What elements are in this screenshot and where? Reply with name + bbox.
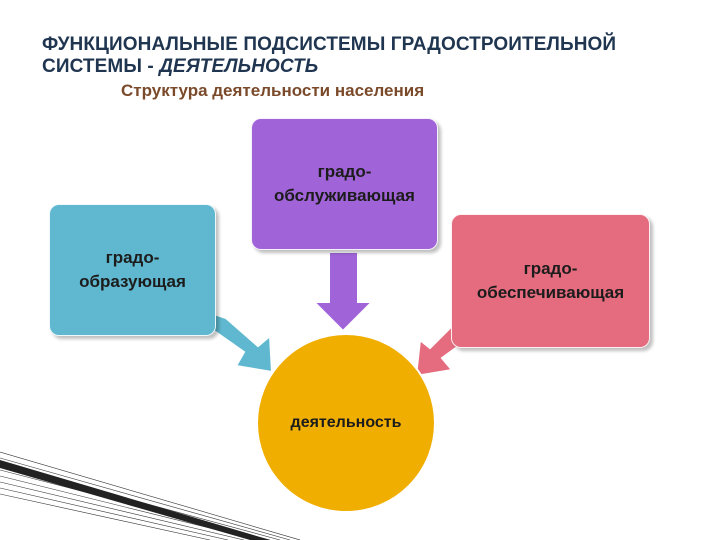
- node-top-line1: градо-: [317, 162, 372, 181]
- title-separator: -: [142, 56, 160, 77]
- page-subtitle: Структура деятельности населения: [121, 81, 425, 100]
- node-grado-obsluzhivayushchaya: градо- обслуживающая: [251, 118, 438, 250]
- node-right-line1: градо-: [523, 259, 578, 278]
- decorative-stripes: [0, 451, 300, 540]
- title-italic: ДЕЯТЕЛЬНОСТЬ: [159, 56, 319, 77]
- node-center-label: деятельность: [290, 414, 402, 431]
- arrow-top: [311, 251, 375, 333]
- node-deyatelnost: деятельность: [256, 333, 436, 513]
- page-title: ФУНКЦИОНАЛЬНЫЕ ПОДСИСТЕМЫ ГРАДОСТРОИТЕЛЬ…: [42, 34, 702, 78]
- node-left-line2: образующая: [79, 272, 186, 291]
- node-top-line2: обслуживающая: [274, 186, 415, 205]
- node-left-line1: градо-: [105, 248, 160, 267]
- title-main: ФУНКЦИОНАЛЬНЫЕ ПОДСИСТЕМЫ ГРАДОСТРОИТЕЛЬ…: [42, 34, 617, 77]
- arrow-left: [213, 312, 274, 374]
- node-grado-obespechivayushchaya: градо- обеспечивающая: [451, 214, 650, 348]
- node-grado-obrazuyushchaya: градо- образующая: [49, 204, 216, 336]
- node-right-line2: обеспечивающая: [476, 283, 625, 302]
